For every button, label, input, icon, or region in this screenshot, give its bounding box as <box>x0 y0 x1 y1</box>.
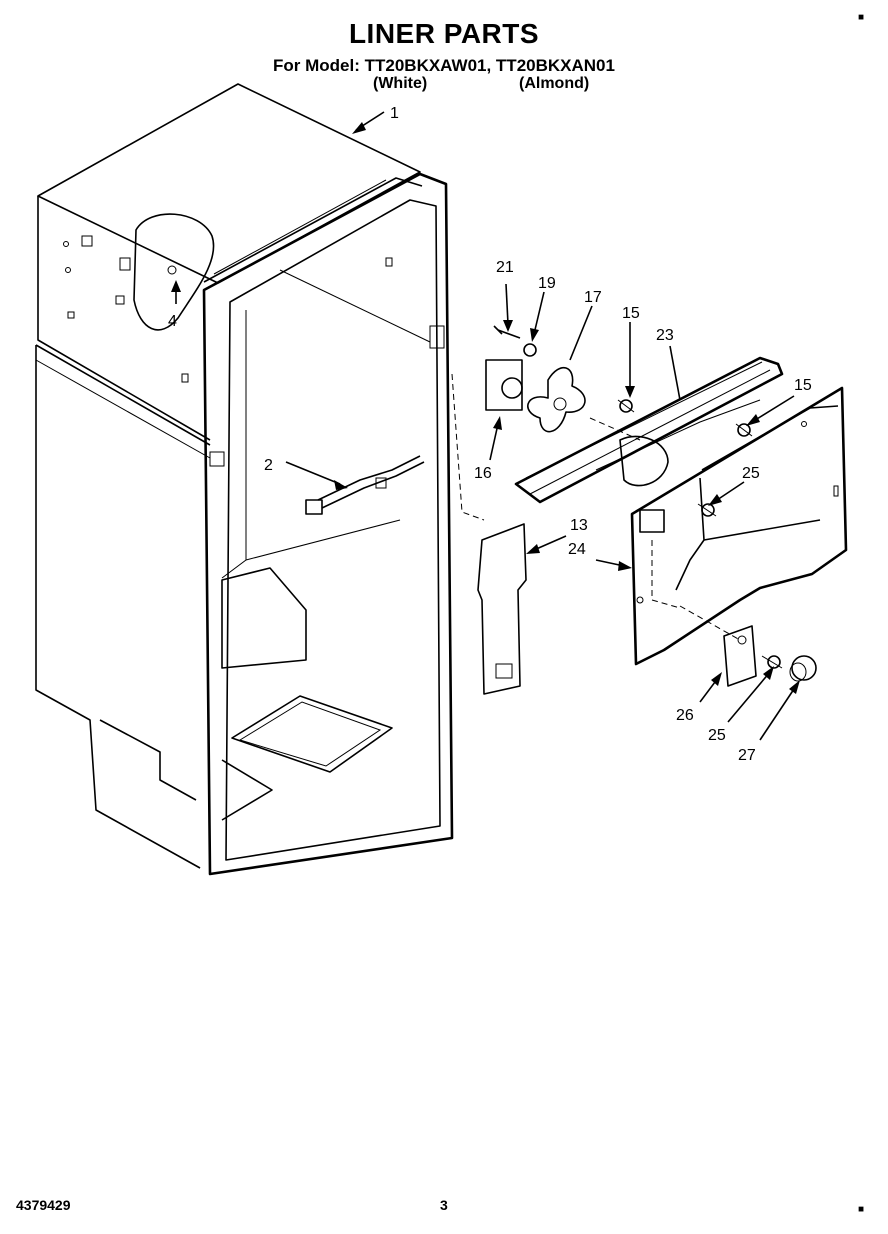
fan-shroud <box>514 356 784 504</box>
document-number: 4379429 <box>16 1197 71 1213</box>
callout-labels: 1 4 2 21 19 17 15 23 15 16 25 13 24 26 2… <box>168 105 812 764</box>
callout-23: 23 <box>656 327 674 344</box>
cabinet-liner <box>35 83 454 876</box>
drain-channel <box>477 523 527 695</box>
registration-mark-bottom-right: ■ <box>858 1204 865 1215</box>
callout-26: 26 <box>676 707 694 724</box>
callout-17: 17 <box>584 289 602 306</box>
callout-25-lower: 25 <box>708 727 726 744</box>
fan-motor-assembly <box>485 325 586 433</box>
registration-mark-top-right: ■ <box>858 12 865 23</box>
evaporator-cover <box>630 386 848 666</box>
screw-15-left <box>617 399 635 413</box>
color-almond-label: (Almond) <box>519 75 590 92</box>
callout-1: 1 <box>390 105 399 122</box>
callout-25-upper: 25 <box>742 465 760 482</box>
callout-arrows <box>171 111 800 741</box>
page-title: LINER PARTS <box>348 18 540 49</box>
screw-25-upper <box>697 503 717 517</box>
wire-harness <box>305 455 425 515</box>
control-knob <box>789 655 817 682</box>
color-white-label: (White) <box>373 75 428 92</box>
callout-27: 27 <box>738 747 756 764</box>
callout-24: 24 <box>568 541 586 558</box>
callout-13: 13 <box>570 517 588 534</box>
screw-25-lower <box>761 655 783 669</box>
callout-19: 19 <box>538 275 556 292</box>
model-line: For Model: TT20BKXAW01, TT20BKXAN01 <box>273 56 615 75</box>
callout-2: 2 <box>264 457 273 474</box>
callout-16: 16 <box>474 465 492 482</box>
callout-21: 21 <box>496 259 514 276</box>
page-number: 3 <box>440 1197 448 1213</box>
callout-15-left: 15 <box>622 305 640 322</box>
screw-15-right <box>735 423 753 437</box>
callout-15-right: 15 <box>794 377 812 394</box>
mounting-plate <box>723 625 757 687</box>
callout-4: 4 <box>168 313 177 330</box>
